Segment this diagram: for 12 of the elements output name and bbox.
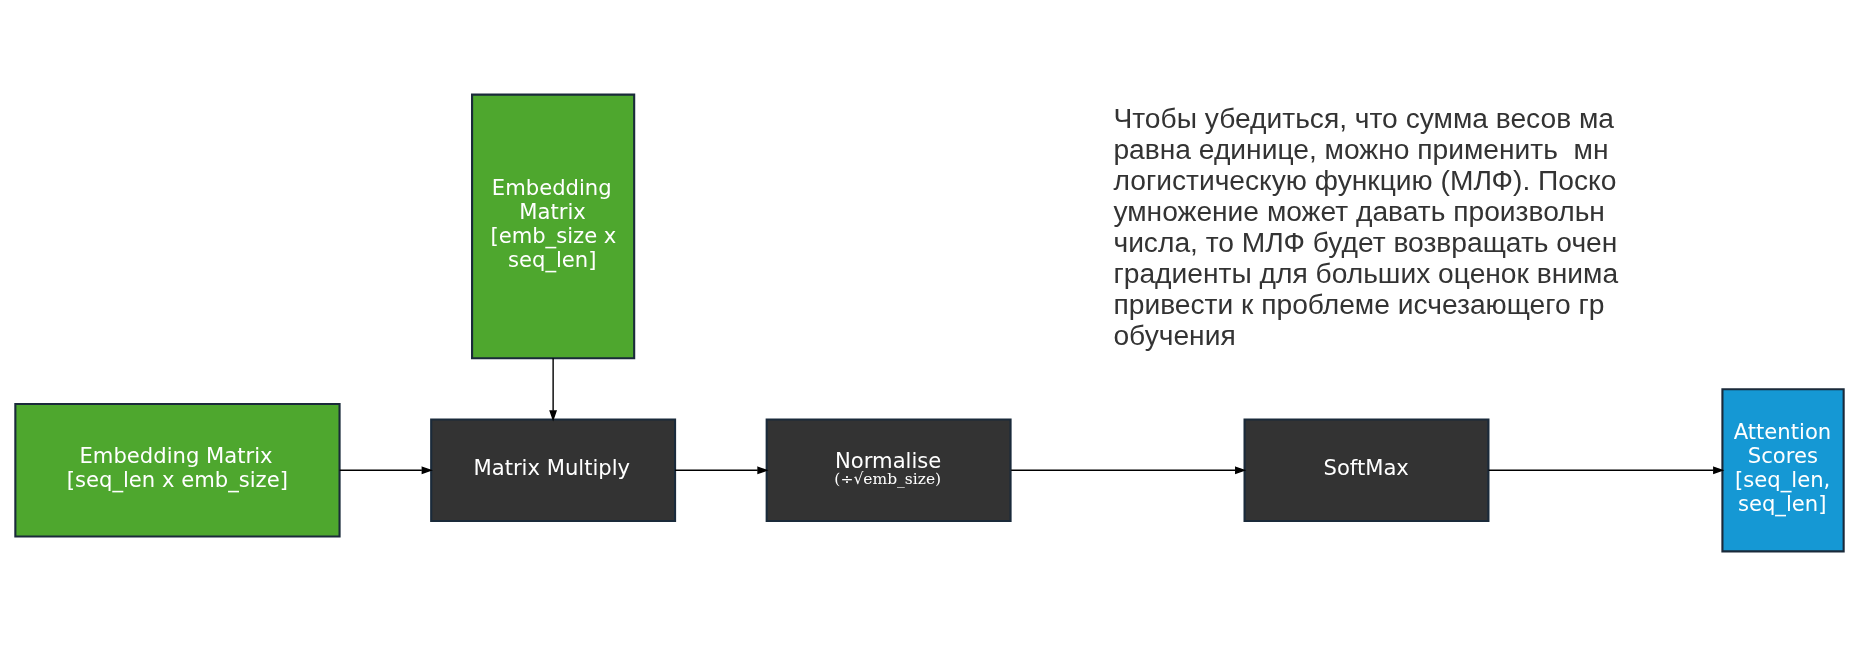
node-box: SoftMax (1243, 418, 1490, 522)
node-box: Matrix Multiply (430, 418, 677, 522)
arrow (1010, 465, 1247, 474)
label: Чтобы убедиться, что сумма весов ма равна единице, можно применить мн логистическую функцию (МЛФ). Поско умножение может давать произвольн числа, то МЛФ будет возвращать очен градиенты для больших оценок внима привести к проблеме исчезающего гр обучения (1113, 101, 1619, 351)
arrow (1487, 465, 1725, 474)
node-box: Normalise (÷√emb_size) (765, 418, 1012, 522)
arrow (549, 357, 558, 421)
node-box: Attention Scores [seq_len, seq_len] (1721, 387, 1845, 552)
node-box: Embedding Matrix [seq_len x emb_size] (14, 402, 341, 538)
node-box: Embedding Matrix [emb_size x seq_len] (471, 93, 636, 359)
arrow (339, 465, 433, 474)
arrow (674, 465, 769, 474)
